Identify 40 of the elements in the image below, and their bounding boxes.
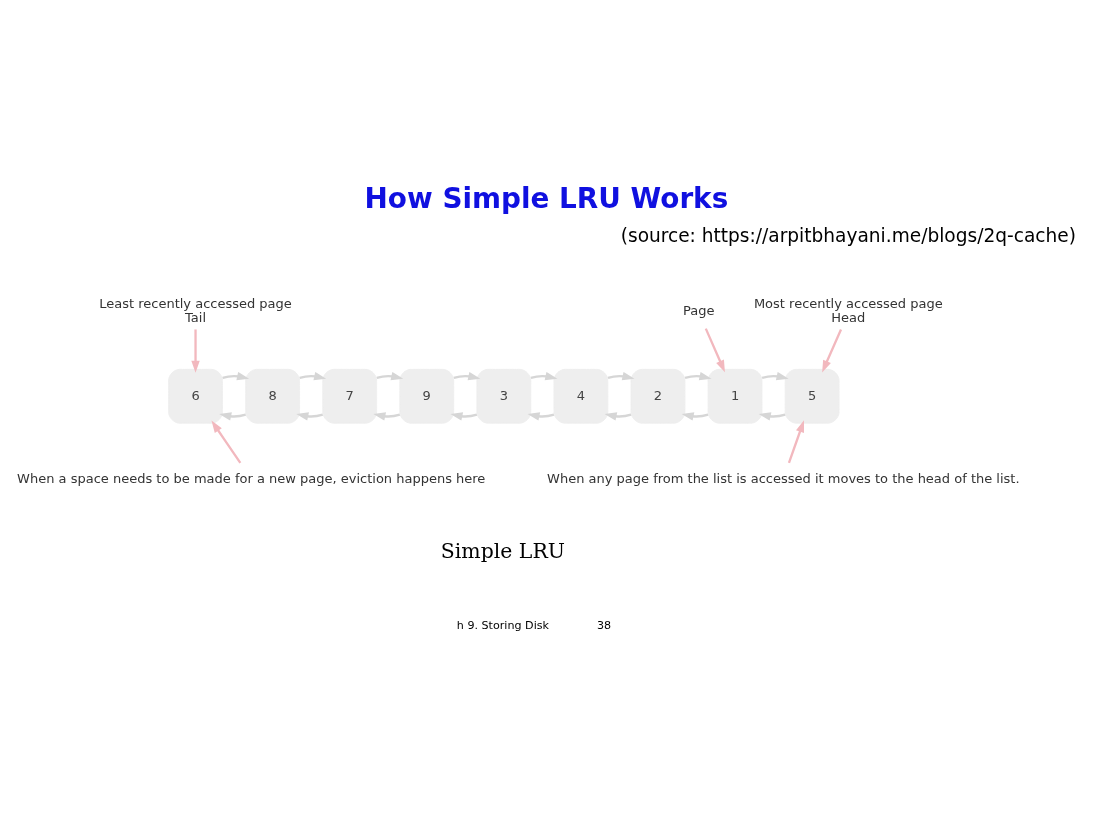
- arrow: [527, 412, 555, 421]
- label: (source: https://arpitbhayani.me/blogs/2q-cache): [620, 225, 1076, 247]
- arrow: [681, 412, 709, 421]
- arrow: [758, 412, 786, 421]
- diagram-title: How Simple LRU Works: [364, 181, 729, 215]
- node-box: 1: [707, 368, 763, 424]
- label: h 9. Storing Disk: [456, 619, 549, 633]
- arrow: [191, 329, 200, 373]
- caption: Simple LRU: [440, 539, 565, 564]
- arrow: [222, 372, 250, 381]
- arrow: [299, 372, 327, 381]
- node-box: 8: [245, 368, 300, 424]
- node-box: 6: [168, 368, 223, 424]
- node-text: Most recently accessed page Head: [753, 296, 943, 326]
- arrow: [296, 412, 324, 421]
- arrow: [530, 372, 558, 381]
- arrow: [453, 372, 481, 381]
- node-text: When any page from the list is accessed it moves to the head of the list.: [547, 471, 1020, 487]
- arrow: [787, 420, 804, 464]
- label: 38: [597, 619, 612, 633]
- arrow: [604, 412, 632, 421]
- node-box: 7: [322, 368, 378, 424]
- arrow: [450, 412, 478, 421]
- arrow: [373, 412, 401, 421]
- node-text: Page: [683, 303, 715, 319]
- node-text: Least recently accessed page Tail: [99, 296, 292, 326]
- node-box: 2: [630, 368, 686, 424]
- node-box: 5: [784, 368, 840, 424]
- node-box: 9: [399, 368, 455, 424]
- node-box: 3: [476, 368, 532, 424]
- arrow: [684, 372, 712, 381]
- arrow: [822, 328, 843, 373]
- arrow: [607, 372, 635, 381]
- arrow: [704, 328, 725, 373]
- arrow: [376, 372, 404, 381]
- arrow: [211, 420, 242, 464]
- node-text: When a space needs to be made for a new page, eviction happens here: [17, 471, 486, 487]
- arrow: [219, 412, 246, 421]
- node-box: 4: [553, 368, 609, 424]
- arrow: [761, 372, 789, 381]
